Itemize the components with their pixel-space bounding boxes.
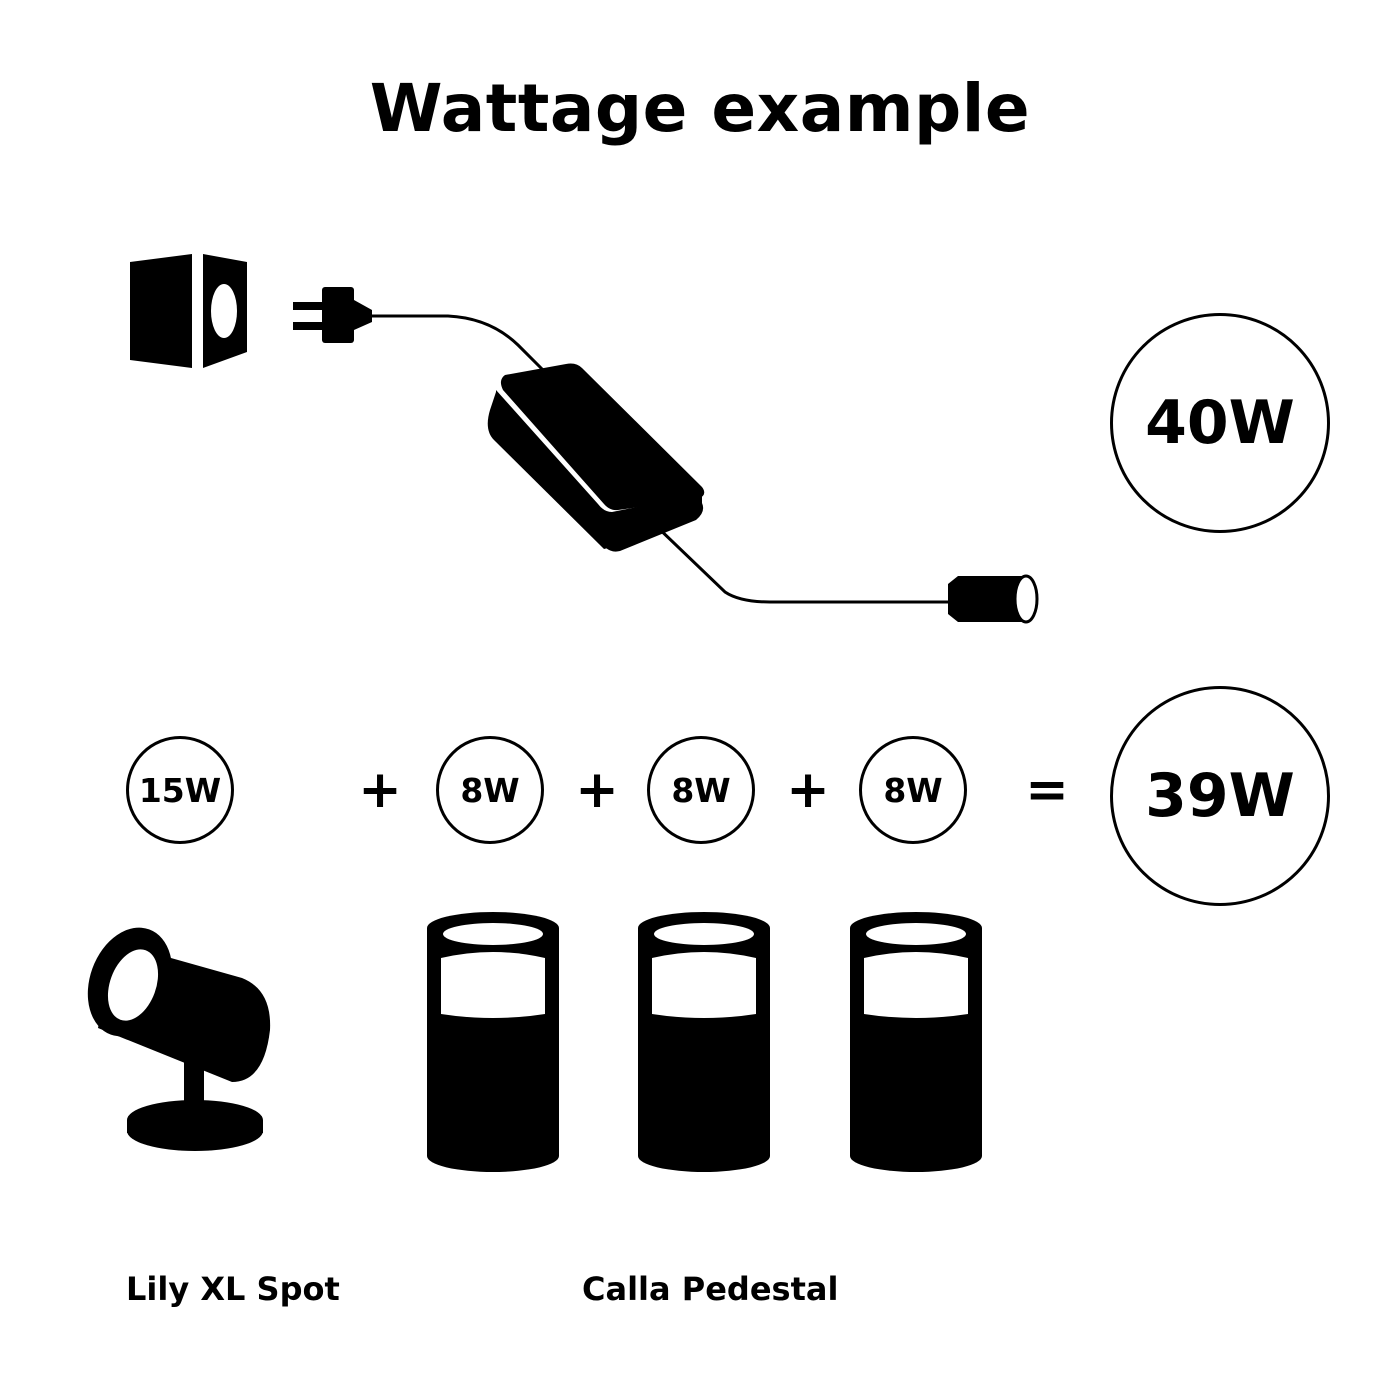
wattage-value: 8W <box>883 770 943 810</box>
plug-icon <box>293 287 372 343</box>
pedestal-light-icon-2 <box>638 912 770 1172</box>
page-title: Wattage example <box>369 70 1031 147</box>
power-supply-icon <box>487 363 705 552</box>
power-supply-wattage: 40W <box>1145 388 1295 458</box>
wattage-badge-pedestal-2: 8W <box>647 736 755 844</box>
wattage-value: 15W <box>138 770 222 810</box>
operator-plus: + <box>575 760 619 820</box>
label-calla-pedestal: Calla Pedestal <box>582 1270 839 1308</box>
power-supply-wattage-badge: 40W <box>1110 313 1330 533</box>
wattage-value: 8W <box>460 770 520 810</box>
total-wattage: 39W <box>1145 761 1295 831</box>
total-wattage-badge: 39W <box>1110 686 1330 906</box>
operator-equals: = <box>1025 760 1069 820</box>
wattage-value: 8W <box>671 770 731 810</box>
wattage-badge-pedestal-1: 8W <box>436 736 544 844</box>
wall-socket-icon <box>130 254 247 368</box>
output-cable <box>650 520 948 604</box>
spot-light-icon <box>87 927 271 1151</box>
operator-plus: + <box>786 760 830 820</box>
operator-plus: + <box>358 760 402 820</box>
connector-icon <box>948 574 1039 624</box>
wattage-badge-pedestal-3: 8W <box>859 736 967 844</box>
input-cable <box>372 314 547 374</box>
label-lily-xl-spot: Lily XL Spot <box>126 1270 340 1308</box>
pedestal-light-icon-1 <box>427 912 559 1172</box>
pedestal-light-icon-3 <box>850 912 982 1172</box>
wattage-badge-spot: 15W <box>126 736 234 844</box>
